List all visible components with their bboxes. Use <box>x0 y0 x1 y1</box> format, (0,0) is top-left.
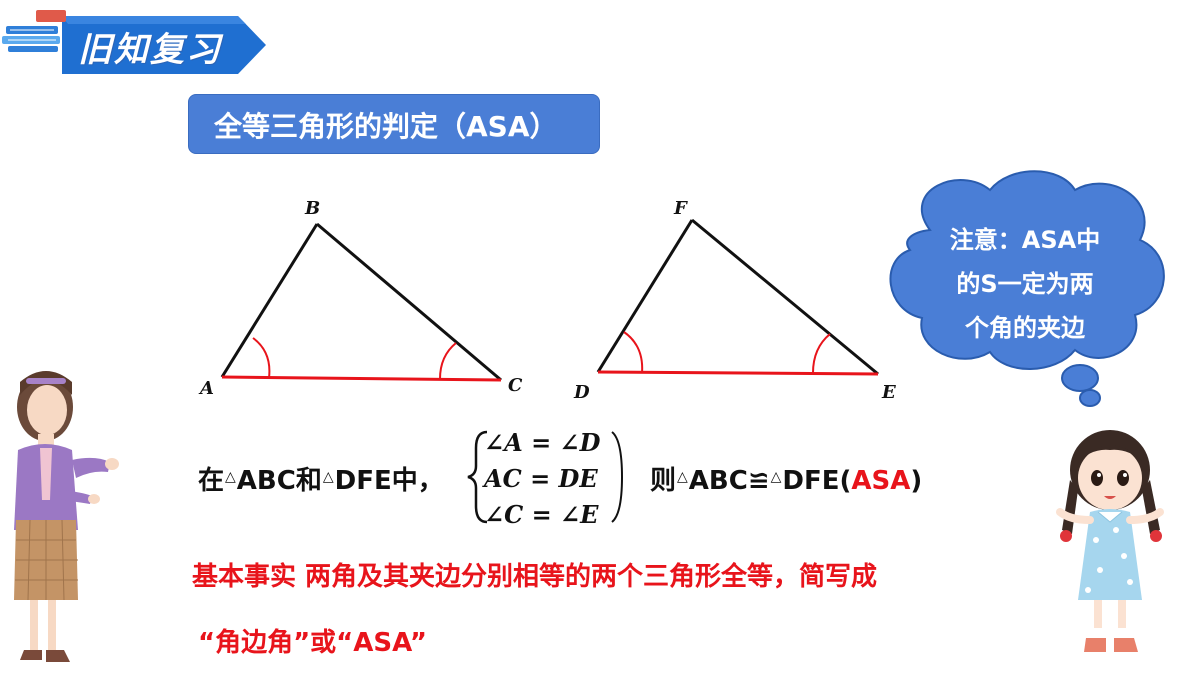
statement-tri4: DFE <box>782 466 840 496</box>
vertex-label-f: F <box>674 198 687 219</box>
angle-e-arc <box>812 333 831 374</box>
congruent-symbol: ≌ <box>747 466 770 496</box>
header-title: 旧知复习 <box>78 30 222 70</box>
statement-and: 和 <box>295 466 322 496</box>
basic-fact-line-1: 基本事实 两角及其夹边分别相等的两个三角形全等，简写成 <box>192 562 878 592</box>
condition-2: AC = DE <box>484 464 598 493</box>
vertex-label-d: D <box>574 382 590 403</box>
statement-reason: ASA <box>851 466 911 496</box>
vertex-label-c: C <box>508 375 523 396</box>
note-line-1: 注意：ASA中 <box>949 226 1101 254</box>
side-ac-highlight <box>221 375 502 382</box>
right-paren <box>611 431 624 523</box>
banner-arrow-shape <box>62 16 266 74</box>
condition-3: ∠C = ∠E <box>484 500 599 529</box>
teacher-illustration <box>14 371 119 662</box>
basic-fact-line-2: “角边角”或“ASA” <box>198 628 427 658</box>
left-brace <box>467 430 488 524</box>
statement-tri3: ABC <box>688 466 748 496</box>
thought-cloud <box>889 170 1165 407</box>
statement-given: 在△ABC和△DFE中， <box>198 460 444 497</box>
subtitle-text: 全等三角形的判定（ASA） <box>214 110 558 143</box>
triangle-abc <box>220 222 502 382</box>
statement-prefix: 在 <box>198 466 225 496</box>
triangle-symbol-icon: △ <box>770 469 782 485</box>
condition-1: ∠A = ∠D <box>484 428 601 457</box>
triangle-symbol-icon: △ <box>225 469 236 485</box>
subtitle-pill <box>188 94 600 154</box>
statement-tri2: DFE <box>334 466 392 496</box>
statement-conclusion: 则△ABC≌△DFE(ASA) <box>650 460 922 497</box>
triangle-dfe <box>596 218 879 376</box>
side-df <box>596 219 694 373</box>
header-banner <box>62 16 266 74</box>
angle-a-arc <box>252 337 271 379</box>
side-ab <box>220 223 319 378</box>
triangle-symbol-icon: △ <box>677 469 688 485</box>
note-line-3: 个角的夹边 <box>965 314 1085 342</box>
statement-suffix: 中， <box>391 466 444 496</box>
note-line-2: 的S一定为两 <box>956 270 1094 298</box>
statement-then: 则 <box>650 466 677 496</box>
statement-tri1: ABC <box>236 466 296 496</box>
book-stack-icon <box>2 10 66 52</box>
angle-d-arc <box>623 331 644 374</box>
side-de-highlight <box>597 370 879 376</box>
angle-c-arc <box>439 342 457 380</box>
side-bc <box>316 222 502 382</box>
vertex-label-a: A <box>200 378 214 399</box>
girl-illustration <box>1056 430 1164 652</box>
triangle-symbol-icon: △ <box>322 469 334 485</box>
vertex-label-e: E <box>882 382 896 403</box>
vertex-label-b: B <box>305 198 321 219</box>
paren-open: ( <box>839 466 852 496</box>
paren-close: ) <box>910 466 923 496</box>
side-fe <box>691 218 879 376</box>
